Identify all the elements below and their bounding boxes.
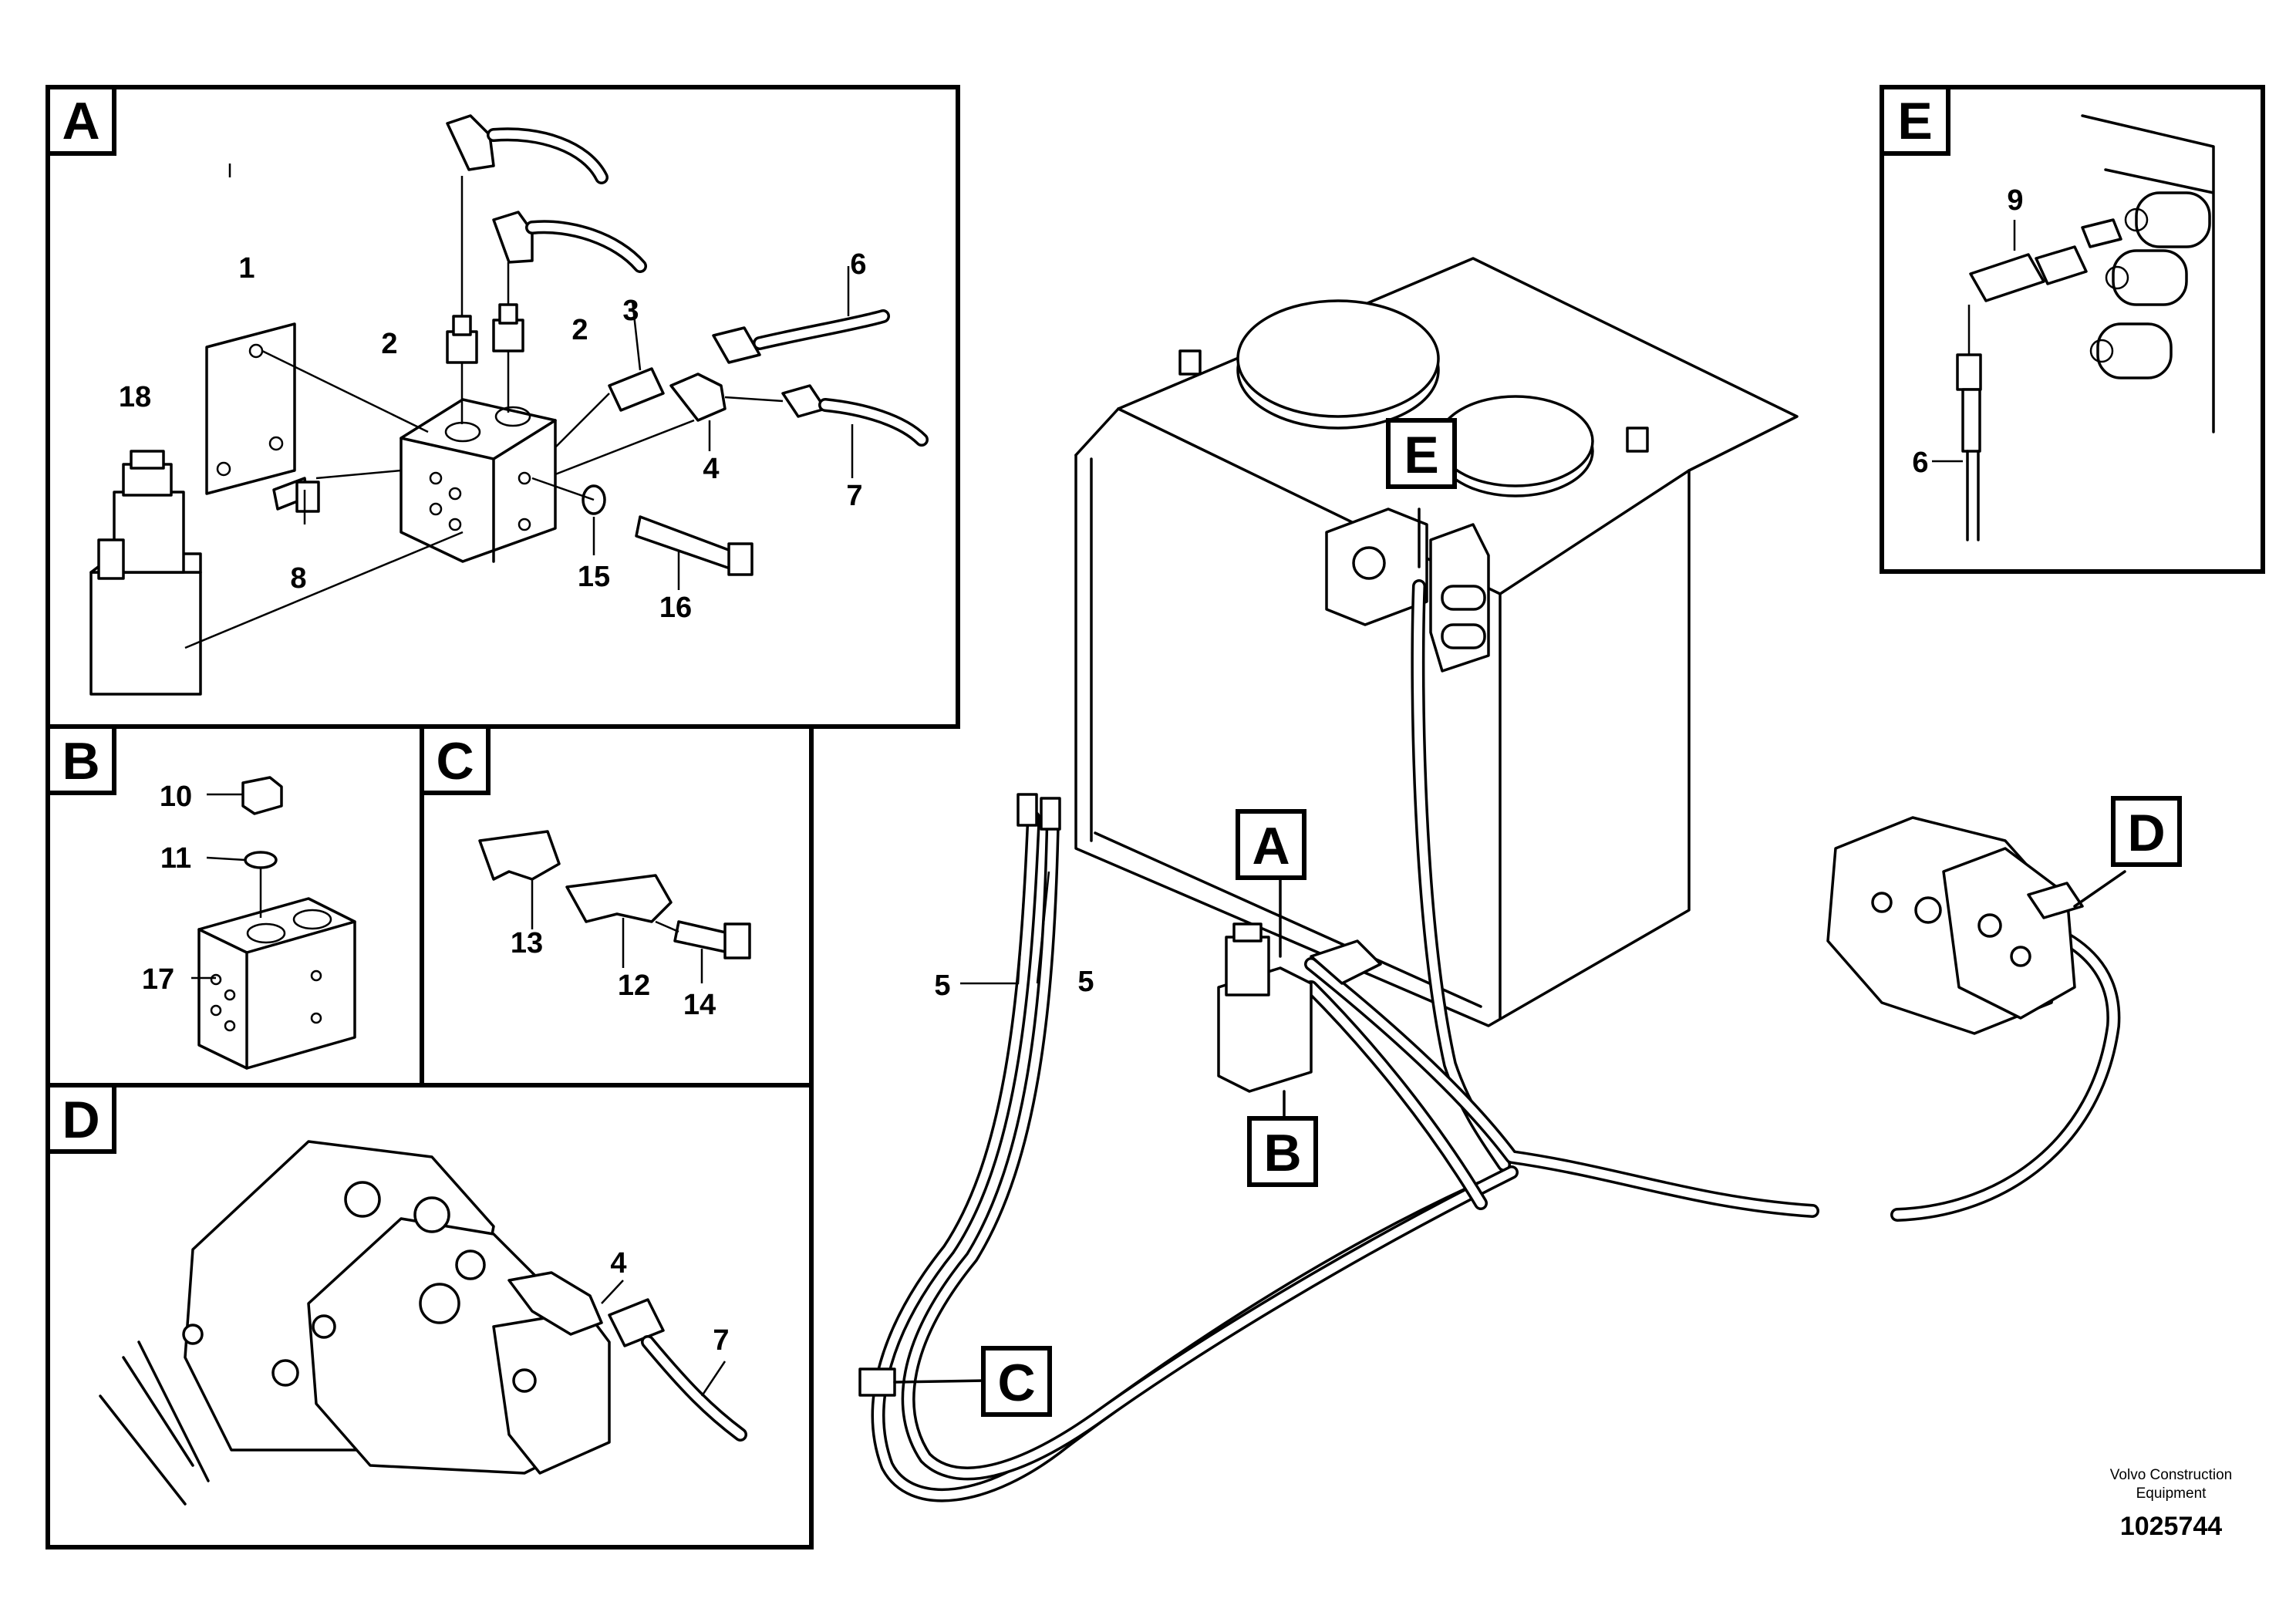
callout-15: 15: [578, 561, 610, 593]
callout-14: 14: [683, 989, 716, 1021]
main-tag-a: A: [1252, 817, 1290, 875]
callout-2-left: 2: [381, 328, 397, 360]
main-solenoid-valve: [1217, 922, 1382, 1093]
main-assembly-view: A B C D E 5 5: [858, 257, 2182, 1502]
hydraulic-tank: [1074, 257, 1799, 1027]
main-tag-c: C: [997, 1354, 1035, 1412]
panel-a: A: [46, 85, 960, 729]
main-tag-e: E: [1404, 426, 1438, 484]
callout-3: 3: [622, 295, 639, 327]
callout-9: 9: [2007, 184, 2023, 217]
callout-16: 16: [659, 592, 692, 624]
callout-17: 17: [142, 963, 174, 996]
panel-d-tag: D: [62, 1091, 99, 1149]
solenoid-valve-18: [89, 450, 202, 696]
callout-8: 8: [290, 562, 306, 595]
main-motor: [1826, 816, 2084, 1035]
callout-6-detail: 6: [1912, 447, 1928, 479]
panel-e: E 9 6: [1880, 85, 2265, 574]
callout-4-detail: 4: [610, 1247, 626, 1280]
panel-b: B 10 11 17: [46, 724, 424, 1088]
panel-e-tag: E: [1897, 92, 1932, 150]
main-tag-b: B: [1263, 1124, 1301, 1182]
callout-13: 13: [511, 927, 543, 959]
panel-b-tag: B: [62, 732, 99, 791]
brand-line-2: Equipment: [2136, 1485, 2207, 1502]
panel-c: C 13 12 14: [420, 724, 814, 1088]
main-tag-d: D: [2127, 804, 2165, 862]
callout-10: 10: [160, 781, 192, 813]
panel-d: D 4 7: [46, 1083, 814, 1549]
callout-1: 1: [238, 252, 255, 285]
valve-block: [400, 398, 557, 563]
panel-a-tag: A: [62, 92, 99, 150]
callout-7-detail: 7: [713, 1324, 729, 1357]
footer: Volvo Construction Equipment 1025744: [2110, 1467, 2232, 1541]
brand-line-1: Volvo Construction: [2110, 1467, 2232, 1483]
panel-c-tag: C: [436, 732, 474, 791]
drawing-number: 1025744: [2120, 1512, 2222, 1541]
callout-7: 7: [846, 480, 862, 512]
callout-18: 18: [119, 381, 151, 413]
callout-11: 11: [160, 842, 191, 875]
callout-6: 6: [850, 248, 866, 281]
plate-1: [205, 322, 296, 495]
callout-5-right: 5: [1077, 966, 1094, 998]
callout-2-right: 2: [571, 314, 588, 346]
callout-5-left: 5: [934, 969, 950, 1002]
callout-12: 12: [618, 969, 650, 1002]
callout-4: 4: [703, 453, 719, 485]
